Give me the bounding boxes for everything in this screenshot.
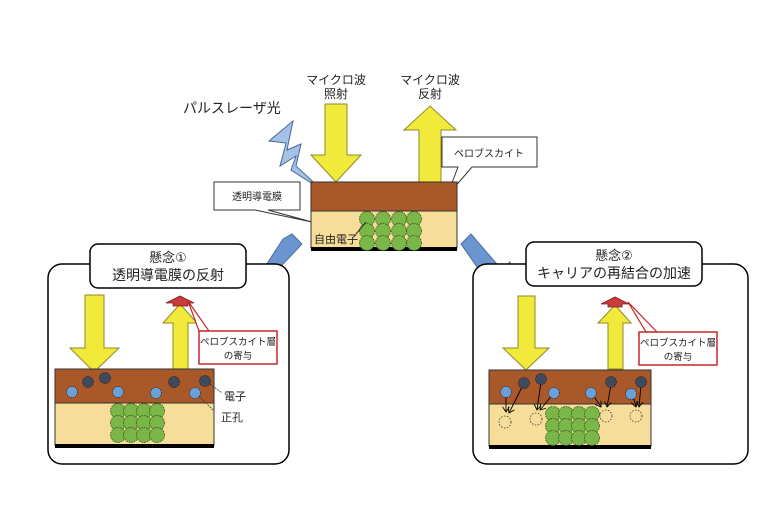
concern2-free-electron-cluster bbox=[545, 406, 600, 446]
pulse-laser-label: パルスレーザ光 bbox=[183, 101, 281, 117]
concern1-perovskite-layer bbox=[54, 368, 215, 404]
concern2-holes bbox=[500, 386, 637, 400]
concern2-perovskite-contribution-arrow bbox=[600, 296, 630, 308]
concern2-recombination-sites bbox=[498, 409, 643, 429]
electron-label: 電子 bbox=[224, 390, 246, 403]
microwave-in-label-2: 照射 bbox=[324, 86, 348, 101]
microwave-out-label-1: マイクロ波 bbox=[400, 73, 460, 87]
concern2-callout-1: ペロブスカイト層 bbox=[640, 337, 716, 349]
concern1-substrate-bar bbox=[55, 444, 214, 448]
transparent-film-callout bbox=[213, 181, 313, 223]
concern1-title-box bbox=[89, 243, 247, 289]
concern2-substrate-bar bbox=[489, 445, 651, 449]
concern2-callout-2: の寄与 bbox=[664, 351, 693, 363]
concern1-title-2: 透明導電膜の反射 bbox=[112, 268, 224, 284]
concern2-electrons bbox=[518, 373, 647, 389]
concern2-microwave-in-arrow bbox=[501, 295, 551, 371]
hole-label: 正孔 bbox=[221, 411, 243, 424]
concern2-title-2: キャリアの再結合の加速 bbox=[537, 266, 691, 282]
concern2-title-box bbox=[525, 241, 703, 287]
concern1-electrons bbox=[82, 372, 211, 388]
hole-pointer bbox=[198, 395, 215, 412]
microwave-in-arrow bbox=[309, 103, 363, 183]
microwave-out-label-2: 反射 bbox=[418, 86, 442, 101]
concern2-microwave-out-arrow bbox=[596, 304, 633, 370]
concern1-holes bbox=[66, 386, 201, 399]
perovskite-label: ペロブスカイト bbox=[454, 147, 524, 160]
concern2-title-1: 懸念② bbox=[595, 248, 633, 264]
concern1-callout-1: ペロブスカイト層 bbox=[200, 336, 276, 348]
microwave-out-arrow bbox=[402, 105, 458, 183]
concern1-callout bbox=[198, 330, 278, 365]
concern1-microwave-out-arrow bbox=[161, 303, 199, 370]
center-device: 自由電子 bbox=[310, 181, 458, 251]
perovskite-callout bbox=[441, 136, 538, 197]
perovskite-layer bbox=[310, 181, 458, 212]
microwave-in-label-1: マイクロ波 bbox=[306, 73, 366, 87]
concern2-device bbox=[488, 369, 652, 449]
electron-pointer bbox=[209, 383, 223, 394]
concern1-callout-2: の寄与 bbox=[224, 350, 253, 362]
free-electron-label: 自由電子 bbox=[314, 232, 358, 246]
free-electron-pointer bbox=[355, 221, 367, 235]
concern2-callout bbox=[638, 331, 718, 366]
concern2-recombination-arrows bbox=[506, 381, 641, 413]
concern1-free-electron-cluster bbox=[110, 403, 165, 443]
concern1-title-1: 懸念① bbox=[149, 250, 187, 266]
concern1-perovskite-contribution-arrow bbox=[165, 295, 195, 307]
transparent-film-label: 透明導電膜 bbox=[232, 190, 282, 203]
concern2-perovskite-layer bbox=[488, 369, 652, 405]
concern1-microwave-in-arrow bbox=[68, 294, 121, 373]
concern1-device bbox=[54, 368, 215, 448]
